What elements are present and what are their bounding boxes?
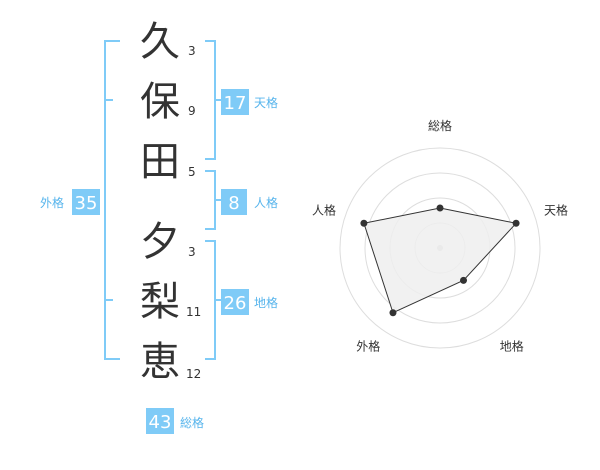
soukaku-badge: 43 総格 [146,408,204,434]
jinkaku-value: 8 [228,193,239,214]
radar-axis-label: 人格 [312,202,336,217]
radar-axis-label: 外格 [356,339,380,354]
name-char-6: 恵 [140,339,180,385]
chikaku-badge: 26 地格 [221,289,278,315]
stroke-count-6: 12 [186,367,201,381]
radar-ring [339,147,541,349]
radar-axis-label: 天格 [544,202,568,217]
soukaku-label: 総格 [180,415,204,430]
gaikaku-bracket [104,40,120,360]
name-char-4: 夕 [140,219,180,265]
radar-ring [364,172,516,324]
jinkaku-label: 人格 [254,195,278,210]
jinkaku-badge: 8 人格 [221,189,278,215]
gaikaku-value: 35 [75,193,98,214]
soukaku-value: 43 [149,412,172,433]
tenkaku-bracket [205,40,221,160]
jinkaku-bracket [205,170,221,230]
tenkaku-value: 17 [224,93,247,114]
radar-point [436,204,444,212]
radar-point [360,219,368,227]
radar-point [512,219,520,227]
stroke-count-4: 3 [188,245,196,259]
radar-point [389,309,397,317]
stroke-count-2: 9 [188,104,196,118]
radar-axis-label: 地格 [500,339,524,354]
gaikaku-label: 外格 [40,195,64,210]
gaikaku-badge: 外格 35 [40,189,100,215]
chikaku-value: 26 [224,293,247,314]
name-char-3: 田 [140,139,180,185]
tenkaku-label: 天格 [254,95,278,110]
name-char-2: 保 [140,79,180,125]
radar-polygon [363,207,518,314]
chikaku-bracket [205,240,221,360]
radar-axis-label: 総格 [428,118,452,133]
name-char-5: 梨 [140,279,180,325]
stroke-count-3: 5 [188,165,196,179]
radar-point [460,276,468,284]
stroke-count-5: 11 [186,305,201,319]
stroke-count-1: 3 [188,44,196,58]
chikaku-label: 地格 [254,295,278,310]
radar-points [360,204,520,317]
name-char-1: 久 [140,19,180,65]
name-panel: 久 保 田 夕 梨 恵 3 9 5 3 11 12 17 天格 8 人格 26 … [40,19,278,434]
tenkaku-badge: 17 天格 [221,89,278,115]
